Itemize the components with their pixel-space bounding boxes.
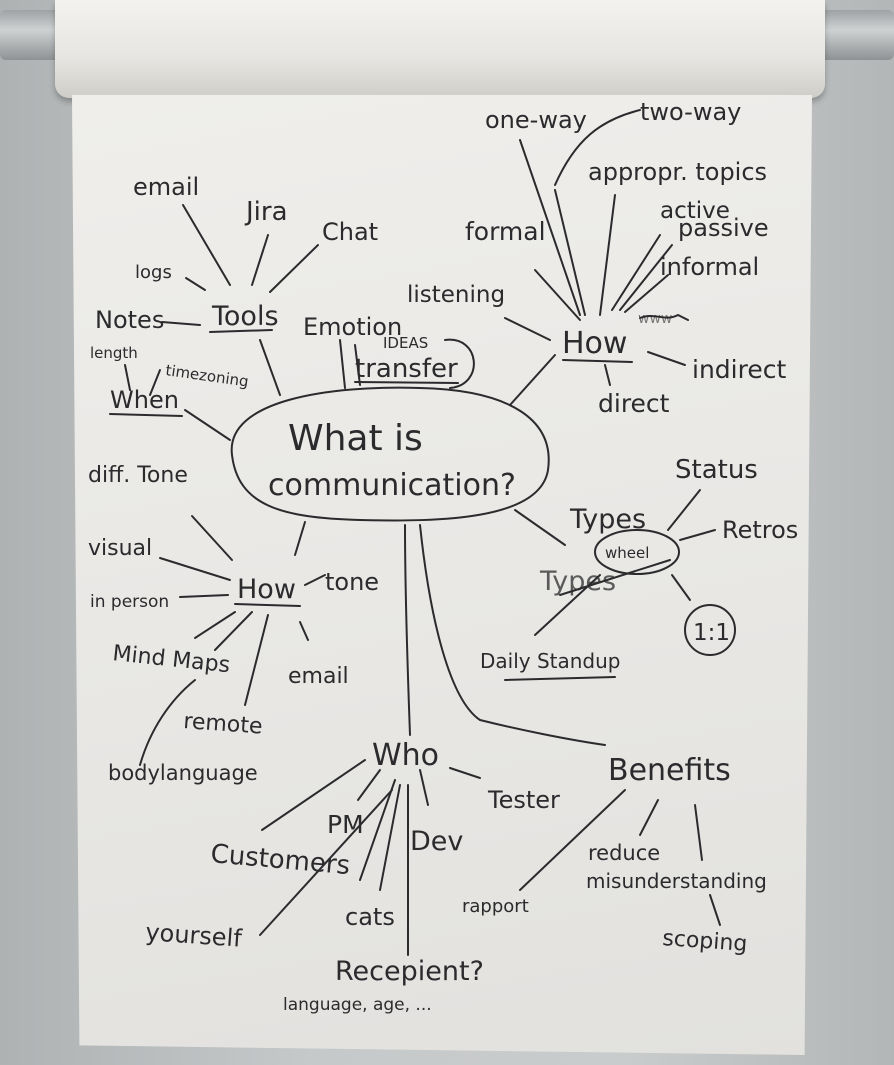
who-item-customers: Customers xyxy=(209,839,351,881)
types-item-status: Status xyxy=(675,455,758,485)
types-label: Types xyxy=(569,504,646,535)
benefits-label: Benefits xyxy=(608,753,731,788)
how-left-email: email xyxy=(288,664,349,689)
tools-item-logs: logs xyxy=(135,262,172,283)
types-circled-1on1: 1:1 xyxy=(693,620,730,646)
how-top-passive: passive xyxy=(678,214,769,242)
how-top-indirect: indirect xyxy=(692,355,786,384)
how-left-mind-maps: Mind Maps xyxy=(111,641,231,678)
how-left-label: How xyxy=(237,574,296,605)
tools-item-notes: Notes xyxy=(95,306,164,334)
how-left-visual: visual xyxy=(88,536,152,561)
benefits-item-reduce: reduce xyxy=(588,841,660,865)
who-item-pm: PM xyxy=(327,810,364,839)
tools-item-chat: Chat xyxy=(322,218,378,246)
transfer-label: transfer xyxy=(355,354,458,384)
who-item-yourself: yourself xyxy=(145,918,244,953)
benefits-item-scoping: scoping xyxy=(662,926,749,957)
how-top-crossed: www xyxy=(638,311,672,327)
how-top-two-way: two-way xyxy=(640,98,741,126)
how-top-one-way: one-way xyxy=(485,106,587,134)
flipchart-sheet xyxy=(72,95,812,1055)
how-left-diff-tone: diff. Tone xyxy=(88,463,188,488)
who-item-tester: Tester xyxy=(487,786,560,814)
types-wheel: wheel xyxy=(605,544,649,562)
when-label: When xyxy=(110,386,179,414)
how-left-in-person: in person xyxy=(90,592,169,612)
how-left-bodylanguage: bodylanguage xyxy=(108,761,258,785)
benefits-item-misunderstanding: misunderstanding xyxy=(586,869,767,893)
how-top-formal: formal xyxy=(465,217,546,246)
tools-item-email: email xyxy=(133,173,199,201)
benefits-item-rapport: rapport xyxy=(462,896,529,917)
transfer-note: IDEAS xyxy=(383,334,428,352)
how-top-label: How xyxy=(562,326,627,361)
who-item-recepient: Recepient? xyxy=(335,956,484,987)
how-left-tone: tone xyxy=(325,568,379,596)
center-title-line2: communication? xyxy=(268,468,516,503)
paper-roll xyxy=(55,0,825,98)
how-top-listening: listening xyxy=(407,282,505,308)
who-note: language, age, ... xyxy=(283,995,432,1015)
types-item-retros: Retros xyxy=(722,516,798,544)
when-item-length: length xyxy=(90,344,138,362)
how-top-appropr-topics: appropr. topics xyxy=(588,158,767,186)
who-item-cats: cats xyxy=(345,903,395,931)
types-item-daily-standup: Daily Standup xyxy=(480,649,621,673)
types-crossed-label: Types xyxy=(539,566,616,597)
how-top-direct: direct xyxy=(598,389,670,418)
center-bubble xyxy=(230,386,550,522)
how-top-active: active xyxy=(660,198,730,224)
tools-label: Tools xyxy=(211,301,279,332)
who-label: Who xyxy=(372,738,439,773)
tools-item-jira: Jira xyxy=(244,197,288,227)
who-item-dev: Dev xyxy=(410,826,463,857)
center-title-line1: What is xyxy=(288,418,423,459)
how-left-remote: remote xyxy=(183,709,264,739)
emotion-label: Emotion xyxy=(303,313,402,341)
how-top-informal: informal xyxy=(660,253,759,281)
